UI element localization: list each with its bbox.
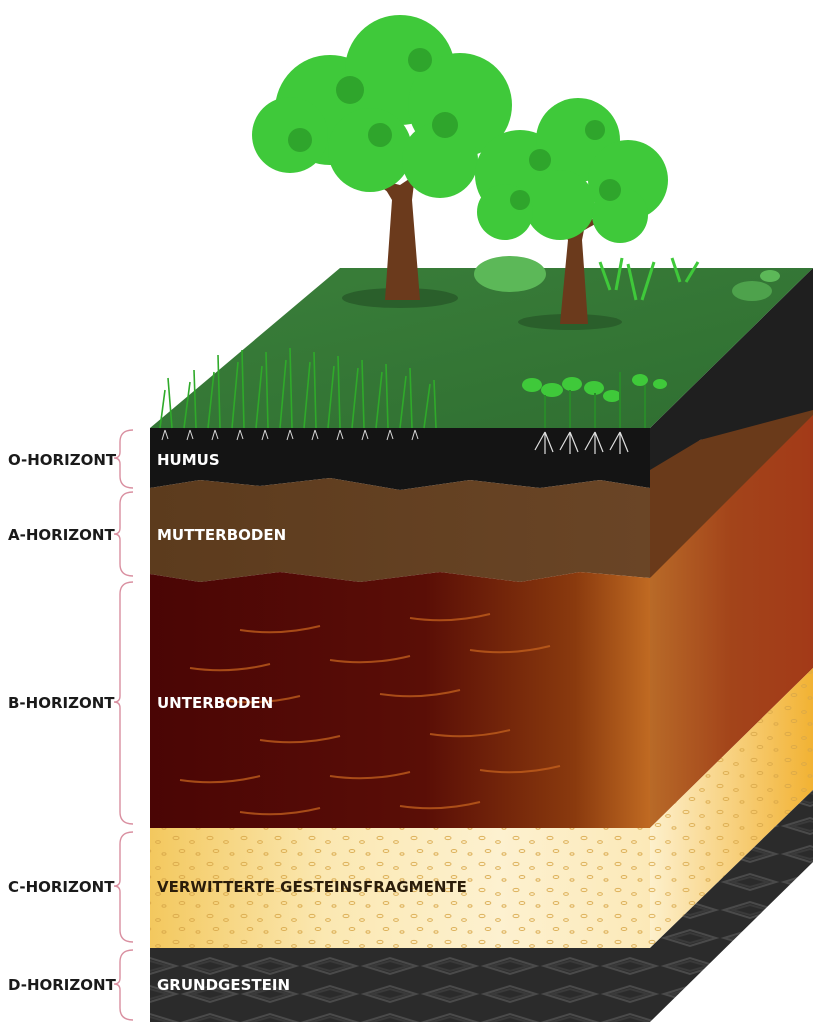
bracket-b [113, 581, 134, 825]
side-face-c-gravel [650, 668, 813, 948]
small-stone-2 [760, 270, 780, 282]
tree-left [252, 15, 512, 308]
horizon-label-d: D-HORIZONT [8, 976, 117, 994]
bracket-a [113, 491, 134, 577]
layer-o-humus [150, 428, 650, 490]
layer-d-grundgestein [150, 948, 650, 1022]
horizon-brackets [113, 429, 134, 1021]
horizon-label-c: C-HORIZONT [8, 878, 115, 896]
gravel-texture [150, 828, 650, 948]
grass-top-surface [150, 268, 813, 428]
layer-name-gesteinsfragmente: VERWITTERTE GESTEINSFRAGMENTE [157, 878, 467, 896]
bush-mound [474, 256, 546, 292]
front-layers [150, 428, 650, 1022]
small-stone [732, 281, 772, 301]
side-face-b [650, 415, 813, 828]
horizon-label-a: A-HORIZONT [8, 526, 115, 544]
layer-names: HUMUS MUTTERBODEN UNTERBODEN VERWITTERTE… [157, 451, 467, 994]
side-face-o [650, 268, 813, 488]
side-face-d [650, 790, 813, 1022]
subsoil-streaks [179, 613, 561, 816]
layer-name-unterboden: UNTERBODEN [157, 694, 273, 712]
side-face-a [650, 410, 813, 578]
layer-b-unterboden [150, 572, 650, 828]
layer-name-humus: HUMUS [157, 451, 220, 469]
grass-tuft [159, 347, 437, 429]
grass-roots [161, 429, 419, 441]
horizon-label-o: O-HORIZONT [8, 451, 117, 469]
horizon-label-b: B-HORIZONT [8, 694, 115, 712]
layer-a-mutterboden [150, 478, 650, 582]
layer-name-grundgestein: GRUNDGESTEIN [157, 976, 290, 994]
tree-right [475, 98, 668, 330]
fern-plants [598, 257, 700, 301]
layer-name-mutterboden: MUTTERBODEN [157, 526, 286, 544]
small-plants [522, 372, 667, 454]
bracket-o [113, 429, 134, 489]
horizon-labels: O-HORIZONT A-HORIZONT B-HORIZONT C-HORIZ… [8, 451, 117, 994]
bracket-c [113, 831, 134, 943]
bracket-d [113, 949, 134, 1021]
cube-side-faces [650, 268, 813, 1022]
